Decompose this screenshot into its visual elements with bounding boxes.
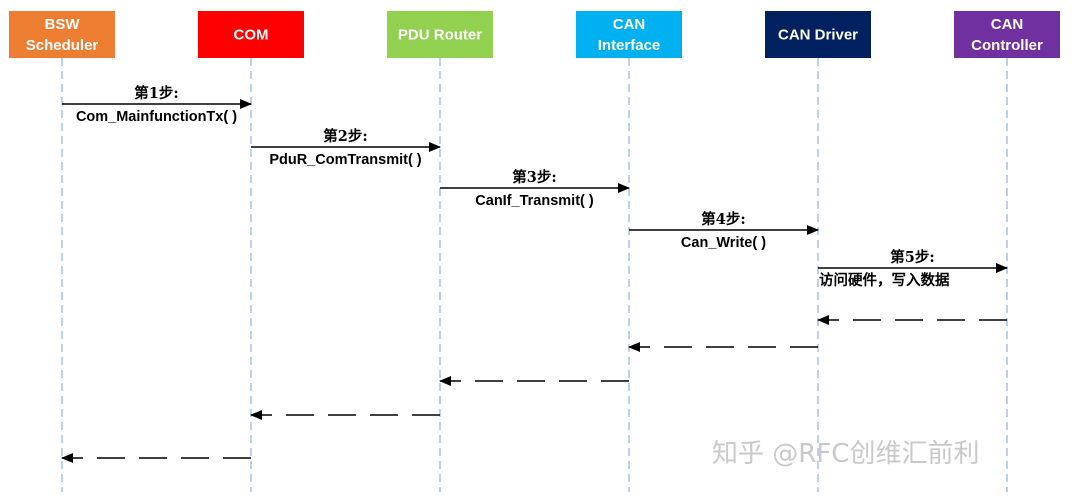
function-label: Can_Write( ): [681, 235, 766, 251]
function-label: PduR_ComTransmit( ): [269, 152, 421, 168]
messages: 第1步: Com_MainfunctionTx( ) 第2步: PduR_ComTra…: [61, 84, 1008, 463]
participant-box-com: [198, 11, 304, 58]
participant-com: COM: [198, 11, 304, 58]
participant-label-pdur: PDU Router: [398, 27, 482, 44]
participant-pdur: PDU Router: [387, 11, 493, 58]
participant-box-bsw: [9, 11, 115, 58]
participant-label-canctrl-line2: Controller: [971, 37, 1043, 54]
watermark: 知乎 @RFC创维汇前利: [712, 439, 979, 469]
participant-bsw: BSW Scheduler: [9, 11, 115, 58]
participant-canctrl: CAN Controller: [954, 11, 1060, 58]
message-2: 第2步: PduR_ComTransmit( ): [251, 127, 441, 168]
message-1: 第1步: Com_MainfunctionTx( ): [62, 84, 252, 125]
function-label: CanIf_Transmit( ): [475, 193, 594, 209]
lifelines: [61, 58, 1008, 492]
participant-label-com: COM: [234, 27, 269, 44]
participant-label-canif-line2: Interface: [598, 37, 661, 54]
step-label: 第2步:: [323, 127, 367, 145]
participant-box-candrv: [765, 11, 871, 58]
participant-label-canif-line1: CAN: [613, 16, 646, 33]
participant-label-bsw-line1: BSW: [45, 16, 81, 33]
participant-canif: CAN Interface: [576, 11, 682, 58]
step-label: 第5步:: [890, 248, 934, 266]
participant-label-candrv: CAN Driver: [778, 27, 858, 44]
participant-label-bsw-line2: Scheduler: [26, 37, 99, 54]
participant-label-canctrl-line1: CAN: [991, 16, 1024, 33]
function-label: Com_MainfunctionTx( ): [76, 109, 237, 125]
step-label: 第1步:: [134, 84, 178, 102]
participant-box-canif: [576, 11, 682, 58]
step-label: 第3步:: [512, 168, 556, 186]
message-5: 第5步: 访问硬件，写入数据: [818, 248, 1008, 289]
step-label: 第4步:: [701, 210, 745, 228]
participant-box-pdur: [387, 11, 493, 58]
participant-box-canctrl: [954, 11, 1060, 58]
function-label: 访问硬件，写入数据: [819, 271, 950, 289]
participant-candrv: CAN Driver: [765, 11, 871, 58]
message-4: 第4步: Can_Write( ): [629, 210, 819, 251]
message-3: 第3步: CanIf_Transmit( ): [440, 168, 630, 209]
